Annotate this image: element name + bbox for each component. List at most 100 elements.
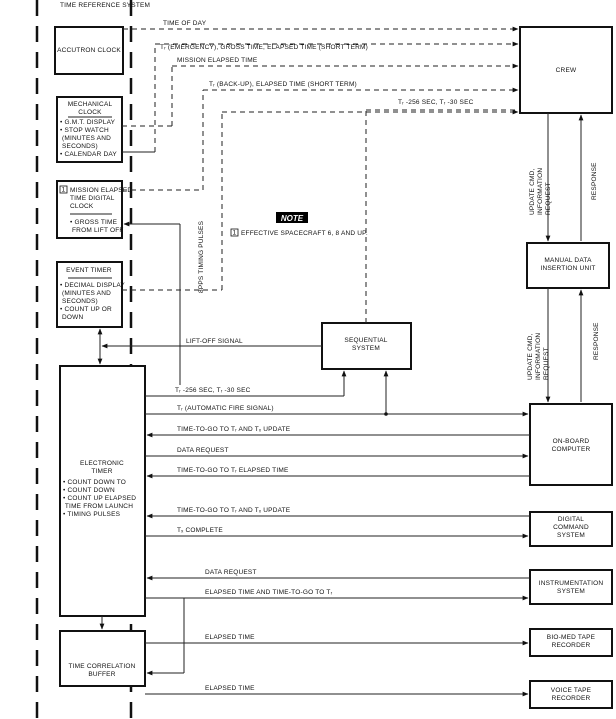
svg-text:UPDATE CMD,INFORMATIONREQUEST: UPDATE CMD,INFORMATIONREQUEST [529,168,552,215]
note-marker: 1 [233,230,237,237]
text-line: (MINUTES AND [60,290,111,297]
text-line: SEQUENTIAL [344,337,387,344]
text-line: COMPUTER [552,446,591,453]
crew-box [519,26,613,114]
mdiu-box [526,242,610,289]
text-line: INFORMATION [537,168,544,215]
note-marker-box [230,228,239,237]
text-line: SECONDS) [60,298,98,305]
time-of-day-label: TIME OF DAY [163,20,207,27]
text-line: REQUEST [545,182,552,215]
text-line: CLOCK [78,109,102,116]
crew-label: CREW [556,67,577,74]
met-clock-items: • GROSS TIME FROM LIFT OFF [70,219,124,234]
svg-text:8PPS TIMING PULSES: 8PPS TIMING PULSES [198,220,205,293]
text-line: • COUNT DOWN TO [63,479,126,486]
text-line: • DECIMAL DISPLAY [60,282,125,289]
system-title: TIME REFERENCE SYSTEM [60,2,150,9]
svg-text:RESPONSE: RESPONSE [591,162,598,200]
ttg-update-2-label: TIME-TO-GO TO Tᵣ AND Tₓ UPDATE [177,507,291,514]
tr-backup-label: Tᵣ (BACK-UP), ELAPSED TIME (SHORT TERM) [209,81,357,88]
note-text: EFFECTIVE SPACECRAFT 6, 8 AND UP. [241,230,368,237]
dcs-box [529,511,613,547]
auto-fire-junction [384,412,388,416]
elapsed-1-label: ELAPSED TIME [205,634,255,641]
text-line: CLOCK [70,203,94,210]
text-line: EVENT TIMER [66,267,112,274]
time-correlation-buffer-box [59,630,146,687]
instrumentation-box [529,569,613,605]
mdiu-update-label: UPDATE CMD,INFORMATIONREQUEST [527,333,550,380]
mdiu-response-label: RESPONSE [593,322,600,360]
accutron-clock-label: ACCUTRON CLOCK [57,47,121,54]
text-line: TIME FROM LAUNCH [63,503,133,510]
text-line: DOWN [60,314,83,321]
text-line: TIME DIGITAL [70,195,115,202]
text-line: SECONDS) [60,143,98,150]
text-line: RECORDER [552,642,591,649]
text-line: CREW [556,67,577,74]
text-line: • GROSS TIME [70,219,118,226]
mechanical-clock-items: • G.M.T. DISPLAY• STOP WATCH (MINUTES AN… [60,119,117,158]
met-marker-box [59,185,68,194]
text-line: • G.M.T. DISPLAY [60,119,116,126]
obc-box [529,403,613,486]
text-line: INFORMATION [535,333,542,380]
text-line: BIO-MED TAPE [547,634,596,641]
elapsed-ttg-label: ELAPSED TIME AND TIME-TO-GO TO Tᵣ [205,589,333,596]
met-marker: 1 [62,187,66,194]
svg-text:UPDATE CMD,INFORMATIONREQUEST: UPDATE CMD,INFORMATIONREQUEST [527,333,550,380]
met-clock-box [56,180,123,239]
ttg-elapsed-label: TIME-TO-GO TO Tᵣ ELAPSED TIME [177,467,289,474]
text-line: SYSTEM [557,532,585,539]
tr-seq-bottom-label: Tᵣ -256 SEC, Tᵣ -30 SEC [175,387,251,394]
sequential-system-box [321,322,412,370]
auto-fire-label: Tᵣ (AUTOMATIC FIRE SIGNAL) [177,405,274,412]
event-timer-items: • DECIMAL DISPLAY (MINUTES AND SECONDS)•… [60,282,125,321]
text-line: SYSTEM [352,345,380,352]
electronic-timer-items: • COUNT DOWN TO• COUNT DOWN• COUNT UP EL… [63,479,136,518]
tr-emergency-label: Tᵣ (EMERGENCY), GROSS TIME, ELAPSED TIME… [160,44,368,51]
text-line: ON-BOARD [553,438,590,445]
crew-response-label: RESPONSE [591,162,598,200]
text-line: INSERTION UNIT [540,265,595,272]
text-line: RECORDER [552,695,591,702]
text-line: VOICE TAPE [551,687,592,694]
text-line: DIGITAL [558,516,584,523]
text-line: REQUEST [543,347,550,380]
text-line: UPDATE CMD, [527,334,534,381]
data-request-1-label: DATA REQUEST [177,447,229,454]
text-line: BUFFER [88,671,115,678]
event-timer-box [56,261,123,328]
text-line: MECHANICAL [68,101,113,108]
text-line: UPDATE CMD, [529,169,536,216]
tr-seq-top-label: Tᵣ -256 SEC, Tᵣ -30 SEC [398,99,474,106]
data-request-2-label: DATA REQUEST [205,569,257,576]
electronic-timer-box [59,365,146,617]
text-line: TIMER [91,468,112,475]
text-line: • STOP WATCH [60,127,109,134]
text-line: (MINUTES AND [60,135,111,142]
text-line: MISSION ELAPSED [70,187,132,194]
bpps-label: 8PPS TIMING PULSES [198,220,205,293]
text-line: SYSTEM [557,588,585,595]
text-line: COMMAND [553,524,589,531]
text-line: • COUNT DOWN [63,487,115,494]
biomed-recorder-box [529,628,613,657]
text-line: FROM LIFT OFF [70,227,124,234]
note-label: NOTE [281,214,304,223]
event-timer-title: EVENT TIMER [66,267,112,274]
crew-update-label: UPDATE CMD,INFORMATIONREQUEST [529,168,552,215]
liftoff-label: LIFT-OFF SIGNAL [186,338,243,345]
